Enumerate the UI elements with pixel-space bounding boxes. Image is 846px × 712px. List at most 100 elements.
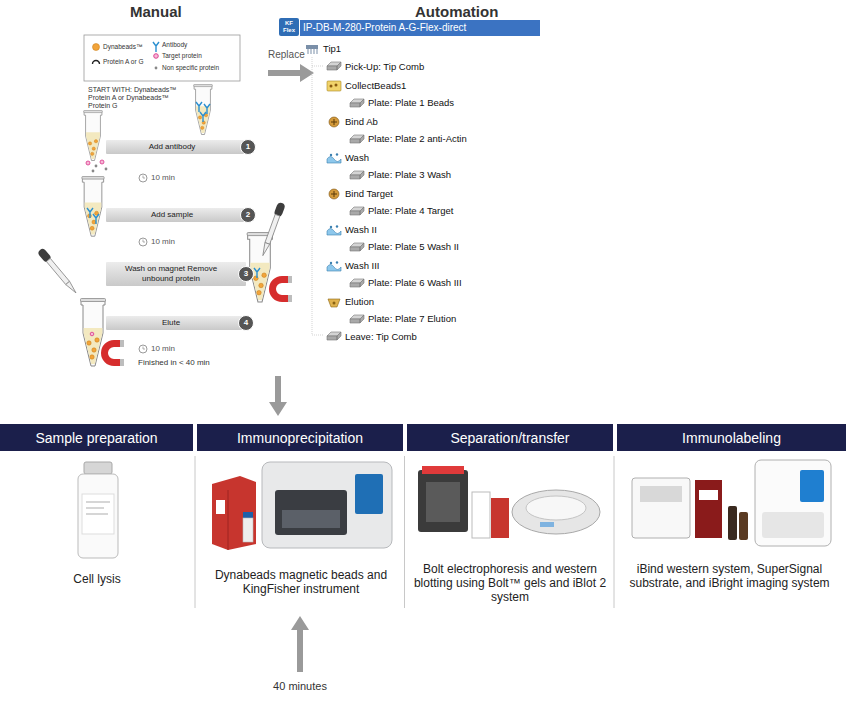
stage-title: Separation/transfer xyxy=(450,430,569,446)
step-bar: Elute4 xyxy=(106,316,246,330)
stage-caption: Dynabeads magnetic beads and KingFisher … xyxy=(205,568,397,596)
lysis-bottle xyxy=(84,462,112,474)
app-icon xyxy=(279,18,299,36)
time-note: 10 min xyxy=(151,237,175,247)
timer-icon xyxy=(139,174,147,182)
protocol-step: CollectBeads1 xyxy=(345,80,406,91)
protocol-step: Pick-Up: Tip Comb xyxy=(345,61,424,72)
sample-drops xyxy=(95,165,98,168)
tree-icon xyxy=(350,135,364,143)
bolt-tank xyxy=(491,498,509,538)
iblot-device xyxy=(526,496,586,520)
bolt-tank xyxy=(418,466,509,538)
tree-icon xyxy=(327,62,341,70)
panel-title: Automation xyxy=(415,3,498,21)
plate-item: Plate: Plate 6 Wash III xyxy=(368,277,462,288)
timer-icon xyxy=(139,345,147,353)
sample-drops xyxy=(100,160,104,164)
arrow-label: Replace xyxy=(268,49,305,61)
legend-label: Non specific protein xyxy=(162,64,219,72)
panel-title: Manual xyxy=(130,3,182,21)
column-divider xyxy=(195,456,614,608)
magnet-symbol xyxy=(101,276,292,366)
legend-box xyxy=(155,67,158,70)
legend-box xyxy=(84,35,240,81)
protocol-step: Elution xyxy=(345,296,374,307)
sample-drops xyxy=(92,170,95,173)
tree-icon xyxy=(327,225,341,235)
time-note: 10 min xyxy=(151,173,175,183)
ibright-imager xyxy=(762,512,824,538)
ibright-imager xyxy=(755,460,831,546)
sample-tube xyxy=(93,214,99,224)
plate-item: Plate: Plate 4 Target xyxy=(368,205,453,216)
kingfisher-instrument xyxy=(262,462,392,548)
bolt-tank xyxy=(418,470,468,532)
tree-icon xyxy=(306,45,318,49)
tree-icon xyxy=(350,99,364,107)
tree-icon xyxy=(350,171,364,179)
sample-tube xyxy=(87,208,93,218)
lysis-bottle xyxy=(78,474,118,558)
stage-caption: Cell lysis xyxy=(7,572,187,586)
selection-highlight xyxy=(300,20,540,36)
stage-title: Sample preparation xyxy=(35,430,157,446)
bolt-tank xyxy=(472,492,490,538)
legend-box xyxy=(93,44,100,51)
stage-header: Separation/transfer xyxy=(407,424,613,451)
dynabeads-kit xyxy=(212,476,256,550)
legend-box xyxy=(153,42,159,52)
legend-box xyxy=(154,54,159,59)
timer-icon xyxy=(139,238,147,246)
time-note: 10 min xyxy=(151,344,175,354)
stage-header: Immunoprecipitation xyxy=(197,424,403,451)
protocol-step: Wash III xyxy=(345,260,380,271)
plate-item: Plate: Plate 1 Beads xyxy=(368,97,454,108)
tree-icon xyxy=(312,57,324,335)
protocol-step: Bind Target xyxy=(345,188,393,199)
flow-arrow xyxy=(291,616,309,672)
tree-icon xyxy=(327,153,341,163)
plate-item: Plate: Plate 2 anti-Actin xyxy=(368,133,467,144)
lysis-bottle xyxy=(86,502,110,514)
ibind-device xyxy=(640,486,682,502)
flow-arrow xyxy=(268,64,314,82)
step-text: Add antibody xyxy=(110,142,234,152)
legend-label: Protein A or G xyxy=(103,58,143,66)
step-bar: Add sample2 xyxy=(106,208,248,222)
protocol-step: Leave: Tip Comb xyxy=(345,331,417,342)
sample-drops xyxy=(86,161,90,165)
pipette xyxy=(259,202,286,257)
bolt-tank xyxy=(422,466,464,474)
step-text: Add sample xyxy=(110,210,234,220)
tree-icon xyxy=(327,81,341,91)
legend-label: Antibody xyxy=(162,41,187,49)
legend-label: Target protein xyxy=(162,52,202,60)
dynabeads-kit xyxy=(216,500,225,514)
step-number: 2 xyxy=(240,207,256,223)
tree-icon xyxy=(327,261,341,271)
stage-caption: Bolt electrophoresis and western blottin… xyxy=(411,562,609,604)
sample-drops xyxy=(105,168,108,171)
callout-number: 3 xyxy=(244,269,248,279)
sample-tube xyxy=(204,104,210,114)
kingfisher-instrument xyxy=(262,462,392,548)
magnet-symbol xyxy=(269,276,292,302)
kingfisher-instrument xyxy=(275,490,347,535)
legend-box xyxy=(84,35,240,81)
tree-icon xyxy=(350,315,364,323)
step-bar: Wash on magnet Remove unbound protein3 xyxy=(106,262,246,286)
plate-item: Plate: Plate 7 Elution xyxy=(368,313,456,324)
sample-tube xyxy=(90,332,94,336)
step-text: Elute xyxy=(110,318,232,328)
sample-tube xyxy=(84,110,103,160)
stage-header: Immunolabeling xyxy=(617,424,846,451)
bolt-tank xyxy=(426,482,460,522)
tree-icon xyxy=(327,332,341,340)
tree-icon xyxy=(308,49,317,54)
protocol-name: IP-DB-M-280-Protein A-G-Flex-direct xyxy=(303,22,466,34)
protocol-step: Bind Ab xyxy=(345,116,378,127)
total-time: Finished in < 40 min xyxy=(138,358,210,368)
legend-box xyxy=(93,61,100,64)
